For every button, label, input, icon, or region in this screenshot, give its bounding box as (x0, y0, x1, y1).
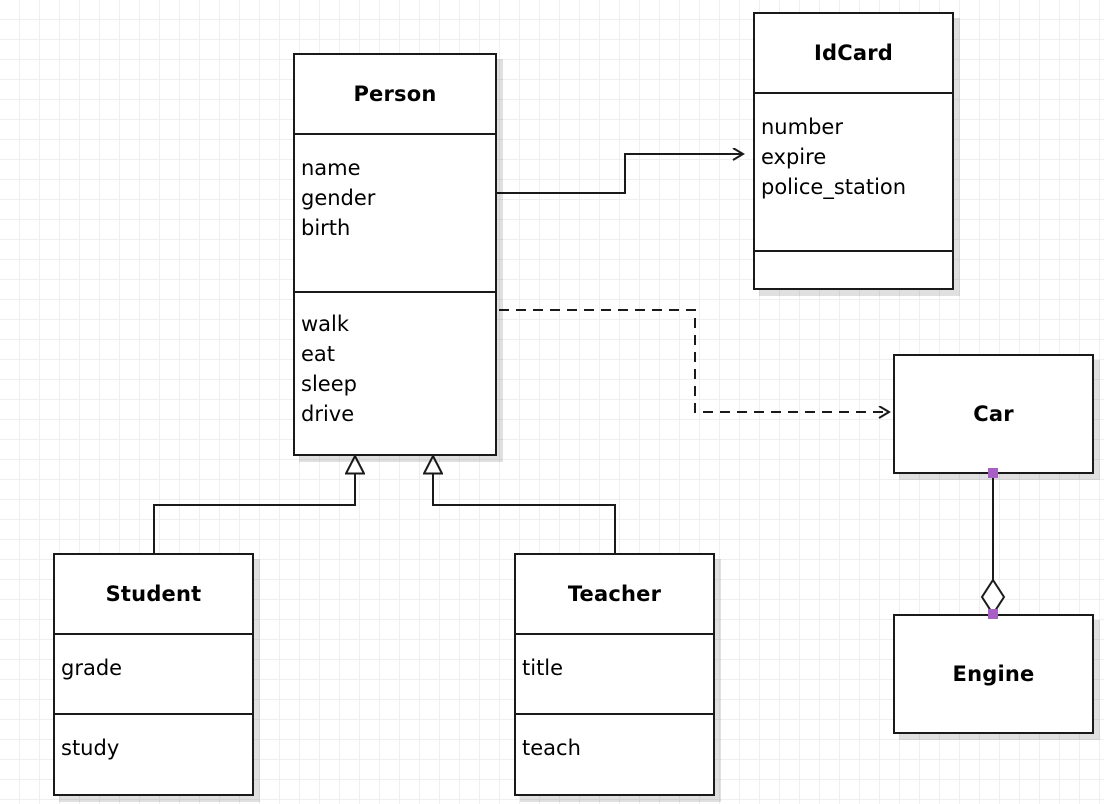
edge-handle-engine[interactable] (988, 609, 998, 619)
class-header-student: Student (55, 555, 252, 633)
class-box-teacher[interactable]: Teacher title teach (514, 553, 715, 796)
attribute-item: expire (761, 145, 827, 169)
edge-car-engine (980, 473, 1006, 616)
class-name-person: Person (353, 82, 437, 106)
edge-student-person (153, 456, 355, 553)
class-box-engine[interactable]: Engine (893, 614, 1094, 734)
class-header-car: Car (895, 356, 1092, 472)
class-name-car: Car (973, 402, 1014, 426)
class-operations-person: walk eat sleep drive (295, 291, 495, 454)
edge-handle-car[interactable] (988, 468, 998, 478)
attribute-item: gender (301, 186, 376, 210)
operation-item: sleep (301, 372, 357, 396)
operation-item: walk (301, 312, 350, 336)
class-operations-student: study (55, 713, 252, 794)
class-header-idcard: IdCard (755, 14, 952, 92)
class-box-person[interactable]: Person name gender birth walk eat sleep … (293, 53, 497, 456)
edge-person-car (499, 309, 889, 412)
attribute-item: police_station (761, 175, 907, 199)
attribute-item: grade (61, 656, 123, 680)
class-operations-teacher: teach (516, 713, 713, 794)
class-header-engine: Engine (895, 616, 1092, 732)
operation-item: teach (522, 736, 581, 760)
class-header-person: Person (295, 55, 495, 133)
class-attributes-idcard: number expire police_station (755, 92, 952, 250)
operation-item: drive (301, 402, 355, 426)
class-box-car[interactable]: Car (893, 354, 1094, 474)
class-box-idcard[interactable]: IdCard number expire police_station (753, 12, 954, 290)
class-attributes-person: name gender birth (295, 133, 495, 291)
class-attributes-teacher: title (516, 633, 713, 713)
attribute-item: name (301, 156, 361, 180)
edge-person-idcard (497, 154, 743, 194)
class-header-teacher: Teacher (516, 555, 713, 633)
operation-item: eat (301, 342, 336, 366)
attribute-item: number (761, 115, 843, 139)
class-name-idcard: IdCard (813, 41, 894, 65)
edge-teacher-person (433, 456, 616, 553)
operation-item: study (61, 736, 120, 760)
class-attributes-student: grade (55, 633, 252, 713)
attribute-item: birth (301, 216, 351, 240)
class-name-teacher: Teacher (567, 582, 662, 606)
class-name-student: Student (105, 582, 202, 606)
class-box-student[interactable]: Student grade study (53, 553, 254, 796)
class-name-engine: Engine (952, 662, 1035, 686)
class-operations-idcard (755, 250, 952, 288)
attribute-item: title (522, 656, 564, 680)
